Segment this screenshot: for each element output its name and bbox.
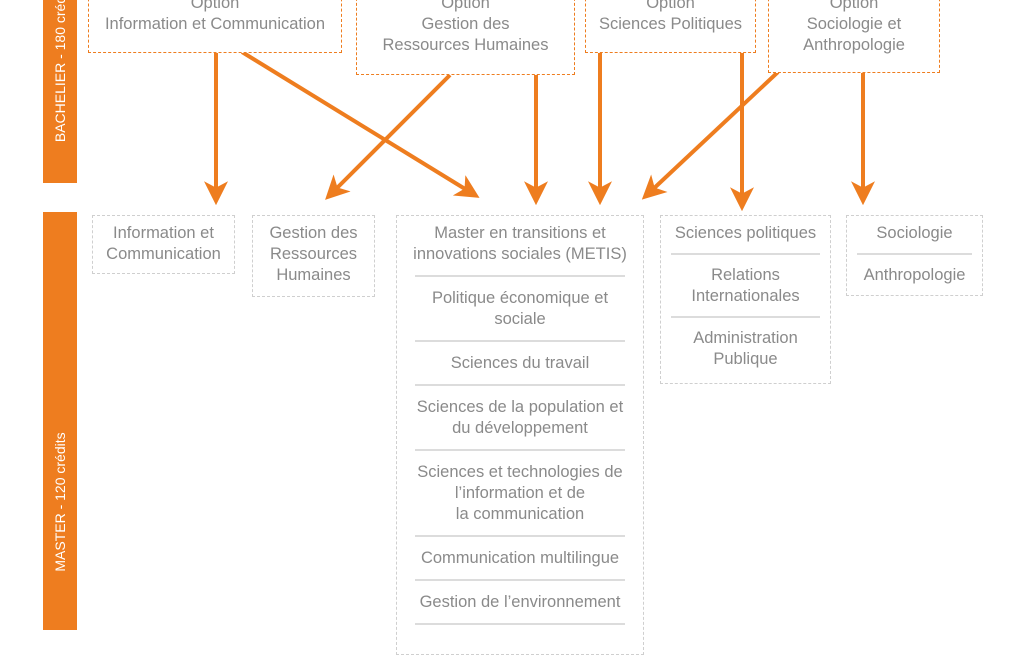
- master-line: Gestion des: [269, 224, 358, 242]
- master-population-developpement: Sciences de la population et du développ…: [397, 397, 643, 439]
- option-title: Sciences Politiques: [598, 15, 743, 33]
- option-word: Option: [829, 0, 879, 12]
- arrow-socio-to-metis: [641, 70, 780, 200]
- master-line: la communication: [455, 505, 585, 523]
- master-line: Master en transitions et: [434, 224, 606, 242]
- master-line: Sciences politiques: [674, 224, 817, 242]
- arrow-info-to-metis: [240, 50, 480, 198]
- master-line: innovations sociales (METIS): [413, 245, 627, 263]
- option-word: Option: [646, 0, 695, 12]
- separator: [671, 316, 820, 318]
- master-line: Ressources: [269, 245, 358, 263]
- master-line: Sciences du travail: [450, 354, 590, 372]
- master-line: Sciences et technologies de: [417, 463, 623, 481]
- master-relations-internationales: Relations Internationales: [661, 265, 830, 307]
- master-line: Sociologie: [876, 224, 953, 242]
- separator: [415, 275, 625, 277]
- option-scpo: Option Sciences Politiques: [585, 0, 756, 53]
- option-title: Gestion des: [421, 15, 510, 33]
- master-line: Relations: [711, 266, 780, 284]
- master-sciences-travail: Sciences du travail: [397, 353, 643, 374]
- separator: [671, 253, 820, 255]
- master-anthropologie: Anthropologie: [847, 265, 982, 286]
- master-line: Information et: [113, 224, 214, 242]
- master-info-com: Information et Communication: [92, 215, 235, 274]
- master-gestion-environnement: Gestion de l’environnement: [397, 592, 643, 613]
- option-grh: Option Gestion des Ressources Humaines: [356, 0, 575, 75]
- option-title: Sociologie et: [806, 15, 902, 33]
- master-line: Gestion de l’environnement: [419, 593, 621, 611]
- master-scpo-group: Sciences politiques Relations Internatio…: [660, 215, 831, 384]
- master-administration-publique: Administration Publique: [661, 328, 830, 370]
- master-stic: Sciences et technologies de l’informatio…: [397, 462, 643, 525]
- bachelier-bar: BACHELIER - 180 crédits: [43, 0, 77, 183]
- master-sociologie: Sociologie: [847, 223, 982, 244]
- option-title: Information et Communication: [104, 15, 326, 33]
- master-line: Anthropologie: [863, 266, 966, 284]
- master-line: Communication: [106, 245, 221, 263]
- master-metis-group: Master en transitions et innovations soc…: [396, 215, 644, 655]
- option-title-2: Anthropologie: [803, 36, 905, 54]
- separator: [415, 384, 625, 386]
- master-sciences-politiques: Sciences politiques: [661, 223, 830, 244]
- master-socio-group: Sociologie Anthropologie: [846, 215, 983, 296]
- master-line: Administration: [693, 329, 798, 347]
- arrow-grh-to-grh: [325, 73, 452, 200]
- master-line: Communication multilingue: [420, 549, 620, 567]
- option-word: Option: [441, 0, 490, 12]
- master-line: Internationales: [691, 287, 800, 305]
- master-metis: Master en transitions et innovations soc…: [397, 223, 643, 265]
- separator: [415, 340, 625, 342]
- master-line: Politique économique et: [431, 289, 609, 307]
- master-line: sociale: [494, 310, 546, 328]
- master-line: Humaines: [276, 266, 351, 284]
- option-info-com: Option Information et Communication: [88, 0, 342, 53]
- separator: [415, 579, 625, 581]
- master-bar: MASTER - 120 crédits: [43, 212, 77, 630]
- separator: [415, 449, 625, 451]
- separator: [415, 535, 625, 537]
- arrows-layer: [204, 50, 875, 212]
- master-communication-multilingue: Communication multilingue: [397, 548, 643, 569]
- master-line: Sciences de la population et: [416, 398, 624, 416]
- option-socio: Option Sociologie et Anthropologie: [768, 0, 940, 73]
- master-grh: Gestion des Ressources Humaines: [252, 215, 375, 297]
- option-word: Option: [190, 0, 240, 12]
- separator: [415, 623, 625, 625]
- option-title-2: Ressources Humaines: [382, 36, 549, 54]
- master-line: l’information et de: [454, 484, 586, 502]
- separator: [857, 253, 972, 255]
- master-line: Publique: [713, 350, 778, 368]
- master-politique-economique: Politique économique et sociale: [397, 288, 643, 330]
- master-line: du développement: [452, 419, 588, 437]
